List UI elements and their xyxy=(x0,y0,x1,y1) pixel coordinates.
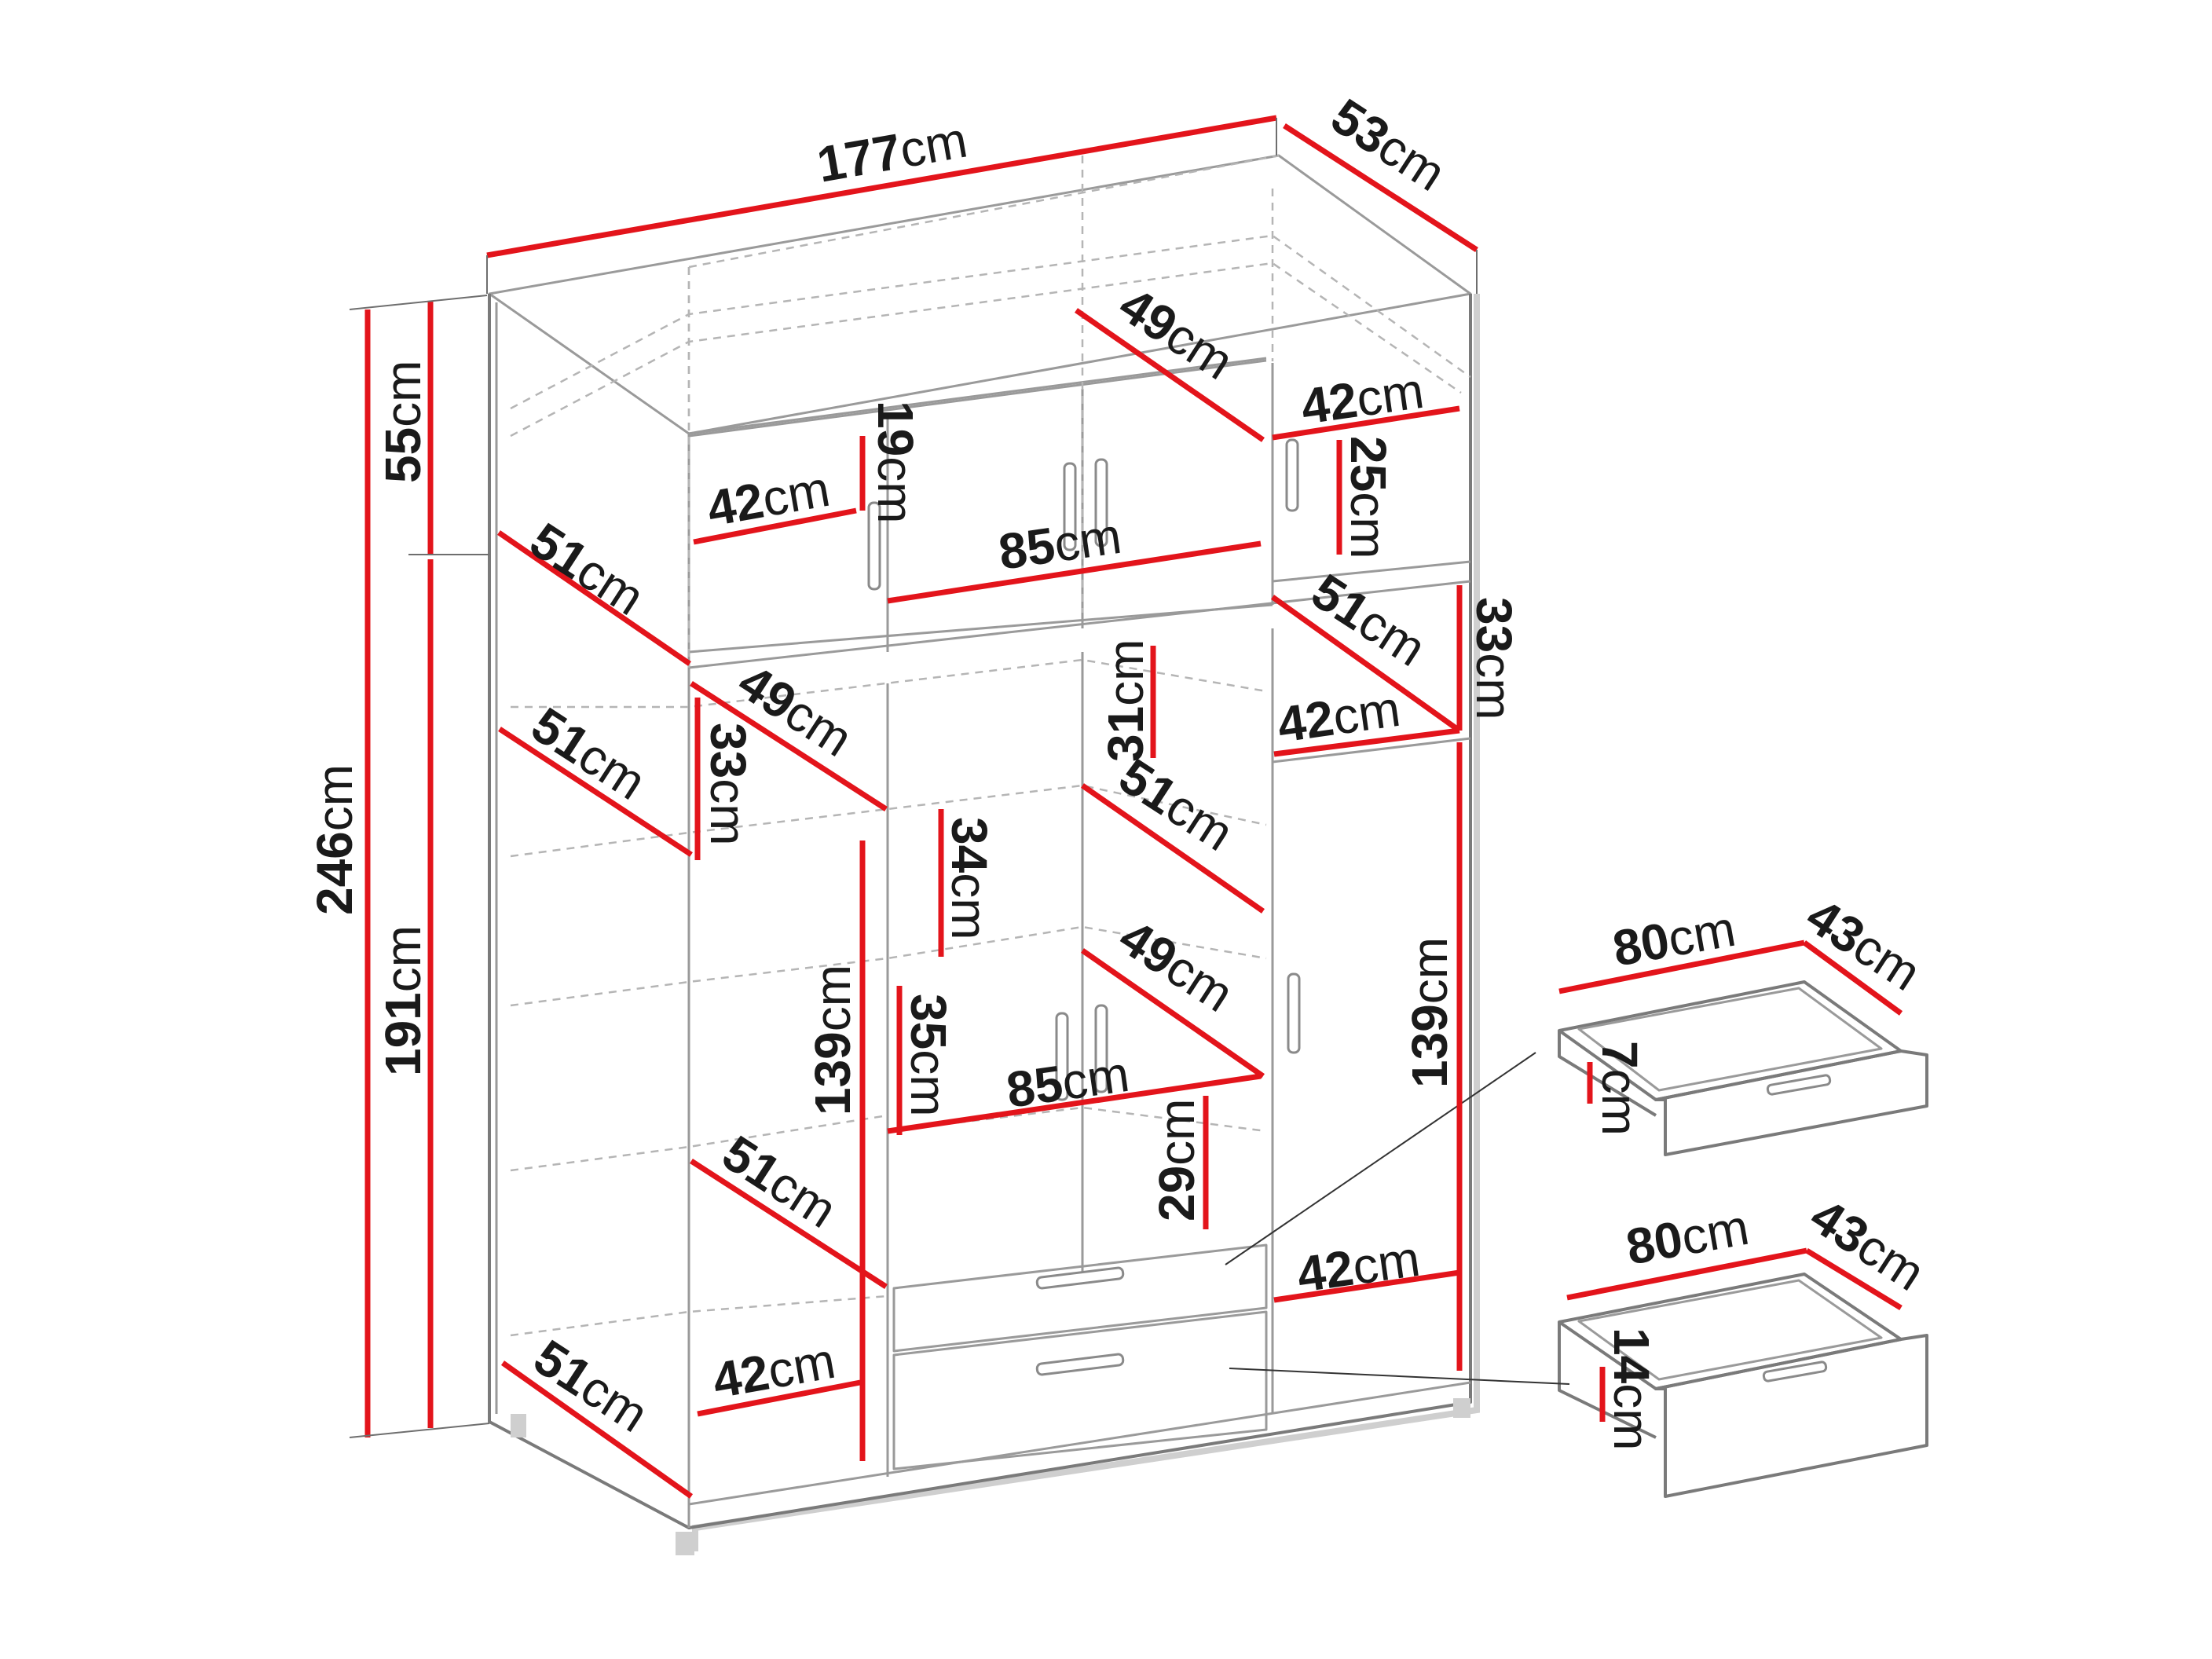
label-right-upper-width: 42cm xyxy=(1274,680,1404,753)
label-middle-shelf-depth: 51cm xyxy=(1109,747,1243,862)
label-left-lower-depth: 51cm xyxy=(712,1124,846,1239)
label-top-right-width: 42cm xyxy=(1298,362,1427,435)
label-left-bottom-width: 42cm xyxy=(709,1332,840,1409)
label-top-right-height: 25cm xyxy=(1340,436,1397,559)
label-left-upper-depth: 51cm xyxy=(522,696,655,811)
label-middle-lower-height: 35cm xyxy=(900,994,957,1117)
label-right-upper-height: 33cm xyxy=(1466,597,1522,720)
label-middle-upper-height: 31cm xyxy=(1097,639,1154,763)
label-drawer-small-width: 80cm xyxy=(1609,900,1740,977)
label-total-height: 246cm xyxy=(306,764,363,915)
label-drawer-large-width: 80cm xyxy=(1622,1199,1753,1276)
label-middle-bottom-height: 29cm xyxy=(1148,1099,1205,1222)
leader-line-large-drawer xyxy=(1229,1368,1570,1385)
dimline-total-width xyxy=(486,115,1277,258)
label-middle-lower-width: 85cm xyxy=(1003,1046,1133,1119)
label-right-section-height: 139cm xyxy=(1401,937,1458,1088)
label-bottom-section-height: 191cm xyxy=(375,925,431,1076)
label-middle-lower-depth: 49cm xyxy=(1109,908,1243,1023)
label-right-upper-depth: 51cm xyxy=(1302,562,1435,677)
label-left-section-height: 139cm xyxy=(804,965,861,1115)
label-top-left-height: 19cm xyxy=(867,401,924,524)
drawer-small-drawing xyxy=(1558,980,1928,1156)
dimension-labels: 177cm 53cm 246cm 55cm 191cm 51cm 42cm 19… xyxy=(306,87,1935,1450)
label-top-left-depth: 51cm xyxy=(520,511,654,626)
label-total-depth: 53cm xyxy=(1321,87,1455,202)
label-top-section-height: 55cm xyxy=(375,361,431,484)
dimline-total-depth xyxy=(1283,123,1478,252)
dimension-lines xyxy=(349,115,1903,1499)
label-left-compartment-height: 33cm xyxy=(700,723,756,846)
label-top-middle-width: 85cm xyxy=(995,507,1125,580)
label-right-lower-width: 42cm xyxy=(1294,1230,1423,1303)
label-top-left-shelf-width: 42cm xyxy=(703,460,834,537)
label-drawer-large-height: 14cm xyxy=(1603,1328,1660,1451)
label-total-width: 177cm xyxy=(813,112,972,193)
label-drawer-small-height: 7cm xyxy=(1591,1041,1648,1136)
leader-line-small-drawer xyxy=(1225,1052,1536,1265)
wardrobe-drawing xyxy=(488,154,1480,1555)
drawer-large-drawing xyxy=(1558,1273,1928,1498)
label-middle-compartment-height: 34cm xyxy=(941,817,998,940)
